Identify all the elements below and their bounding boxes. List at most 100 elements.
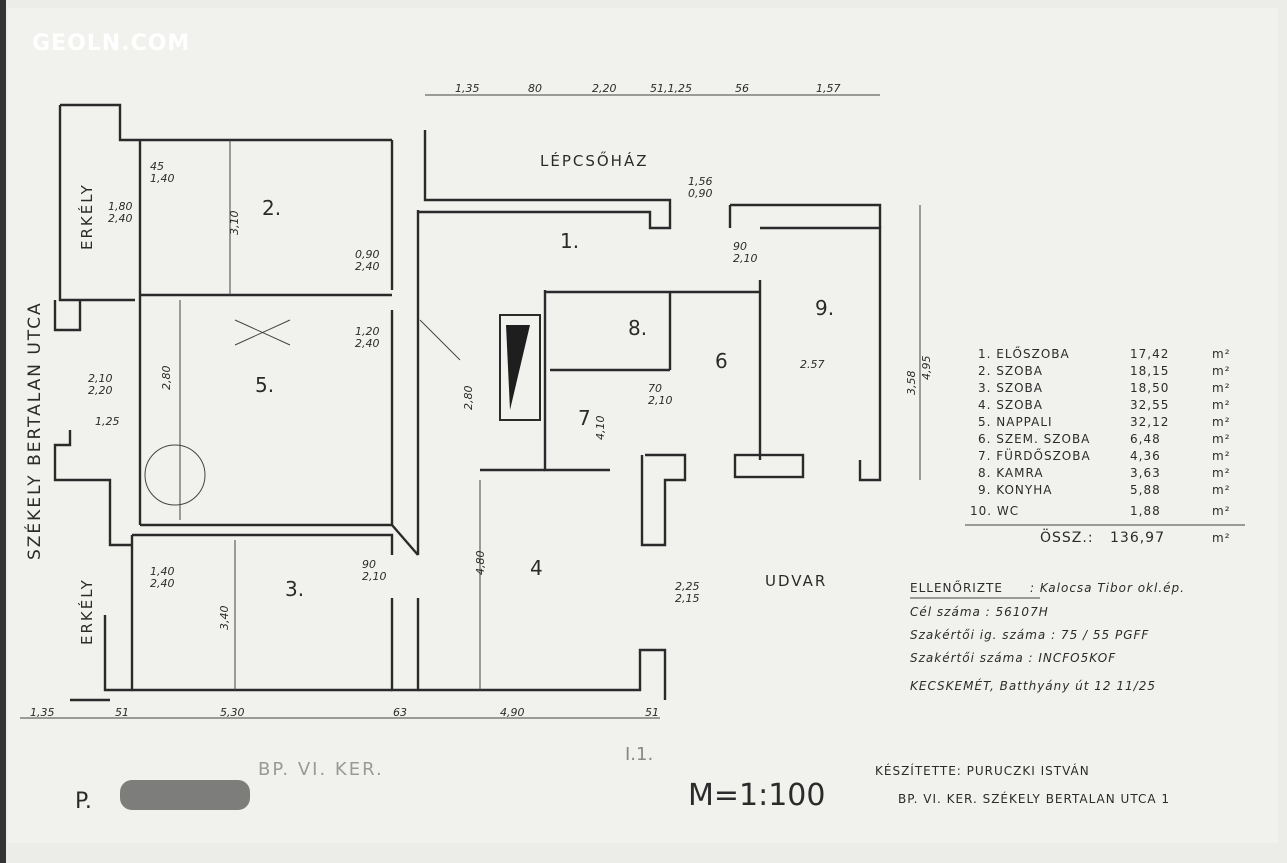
dim: 3,10 — [228, 211, 241, 236]
legend-room: 5. NAPPALI — [978, 415, 1053, 429]
dimension-lines — [20, 94, 1245, 719]
legend-row: 3. SZOBA 18,50 m² — [978, 381, 1231, 395]
dim: 2,80 — [160, 366, 173, 391]
legend-unit: m² — [1212, 466, 1231, 480]
area-legend: 1. ELŐSZOBA 17,42 m² 2. SZOBA 18,15 m² 3. SZ… — [970, 346, 1231, 546]
dim-bottom: 4,90 — [500, 706, 525, 719]
legend-unit: m² — [1212, 364, 1231, 378]
legend-unit: m² — [1212, 398, 1231, 412]
room-9-note: 2.57 — [800, 358, 825, 371]
dim-bottom: 51 — [645, 706, 659, 719]
legend-room: 6. SZEM. SZOBA — [978, 432, 1090, 446]
legend-total: 136,97 — [1110, 530, 1165, 546]
legend-room: 3. SZOBA — [978, 381, 1043, 395]
legend-room: 9. KONYHA — [978, 483, 1052, 497]
legend-unit: m² — [1212, 415, 1231, 429]
legend-unit: m² — [1212, 432, 1231, 446]
legend-area: 32,12 — [1130, 415, 1169, 429]
legend-total-label: ÖSSZ.: — [1040, 528, 1094, 546]
walls — [53, 103, 882, 702]
legend-room: 7. FÜRDŐSZOBA — [978, 447, 1091, 463]
dim-top: 51,1,25 — [650, 82, 692, 95]
dim-bottom: 51 — [115, 706, 129, 719]
dim: 2,80 — [462, 386, 475, 411]
legend-row: 6. SZEM. SZOBA 6,48 m² — [978, 432, 1231, 446]
legend-area: 5,88 — [1130, 483, 1161, 497]
redacted-name — [120, 780, 250, 810]
made-by-block: KÉSZÍTETTE: PURUCZKI ISTVÁN BP. VI. KER.… — [875, 763, 1170, 806]
legend-room: 2. SZOBA — [978, 364, 1043, 378]
floor-label: I.1. — [625, 744, 653, 765]
room-4: 4 — [530, 556, 543, 580]
dim-top: 1,35 — [455, 82, 480, 95]
room-3: 3. — [285, 577, 304, 601]
legend-unit: m² — [1212, 347, 1231, 361]
dim-bottom: 5,30 — [220, 706, 245, 719]
bottom-dimensions: 1,35 51 5,30 63 4,90 51 — [30, 706, 659, 719]
room-9: 9. — [815, 296, 834, 320]
dim-bottom: 1,35 — [30, 706, 55, 719]
top-dimensions: 1,35 80 2,20 51,1,25 56 1,57 — [455, 82, 841, 95]
district-label: BP. VI. KER. — [258, 759, 384, 780]
stairwell-label: LÉPCSŐHÁZ — [540, 150, 649, 170]
legend-area: 18,15 — [1130, 364, 1169, 378]
sheet — [8, 8, 1278, 843]
checked-title: ELLENŐRIZTE — [910, 580, 1003, 595]
legend-area: 17,42 — [1130, 347, 1169, 361]
legend-unit: m² — [1212, 381, 1231, 395]
dim: 1,25 — [95, 415, 120, 428]
checked-line: : Kalocsa Tibor okl.ép. — [1030, 581, 1185, 595]
dim: 4,95 — [920, 356, 933, 381]
legend-area: 4,36 — [1130, 449, 1161, 463]
street-label: SZÉKELY BERTALAN UTCA — [23, 301, 45, 560]
scale-label: M=1:100 — [688, 778, 825, 813]
balcony-bottom-label: ERKÉLY — [77, 578, 96, 645]
legend-room: 1. ELŐSZOBA — [978, 346, 1070, 361]
legend-row: 2. SZOBA 18,15 m² — [978, 364, 1231, 378]
legend-area: 18,50 — [1130, 381, 1169, 395]
dim: 4,80 — [474, 551, 487, 576]
legend-area: 3,63 — [1130, 466, 1161, 480]
dim-bottom: 63 — [393, 706, 407, 719]
legend-total-unit: m² — [1212, 531, 1231, 545]
dim-top: 1,57 — [816, 82, 841, 95]
checked-line: Cél száma : 56107H — [910, 605, 1049, 619]
dim: 3,58 — [905, 371, 918, 396]
legend-area: 6,48 — [1130, 432, 1161, 446]
legend-unit: m² — [1212, 449, 1231, 463]
courtyard-label: UDVAR — [765, 572, 827, 590]
legend-area: 1,88 — [1130, 504, 1161, 518]
legend-room: 10. WC — [970, 504, 1019, 518]
checked-line: Szakértői száma : INCFO5KOF — [910, 651, 1116, 665]
checked-by-block: ELLENŐRIZTE : Kalocsa Tibor okl.ép. Cél … — [910, 580, 1185, 693]
legend-area: 32,55 — [1130, 398, 1169, 412]
legend-unit: m² — [1212, 504, 1231, 518]
dim: 3,40 — [218, 606, 231, 631]
owner-initial: P. — [75, 789, 92, 814]
room-5: 5. — [255, 373, 274, 397]
room-6: 6 — [715, 349, 728, 373]
legend-room: 8. KAMRA — [978, 466, 1044, 480]
dim-top: 2,20 — [592, 82, 617, 95]
room-numbers: 1. 2. 3. 4 5. 6 7 8. 9. 2.57 — [255, 196, 834, 601]
legend-row: 7. FÜRDŐSZOBA 4,36 m² — [978, 447, 1231, 463]
room-2: 2. — [262, 196, 281, 220]
legend-row: 10. WC 1,88 m² — [970, 504, 1231, 518]
room-8: 8. — [628, 316, 647, 340]
scan-edge — [0, 0, 6, 863]
legend-row: 1. ELŐSZOBA 17,42 m² — [978, 346, 1231, 361]
dim: 4,10 — [594, 416, 607, 441]
made-by-line2: BP. VI. KER. SZÉKELY BERTALAN UTCA 1 — [898, 791, 1170, 806]
